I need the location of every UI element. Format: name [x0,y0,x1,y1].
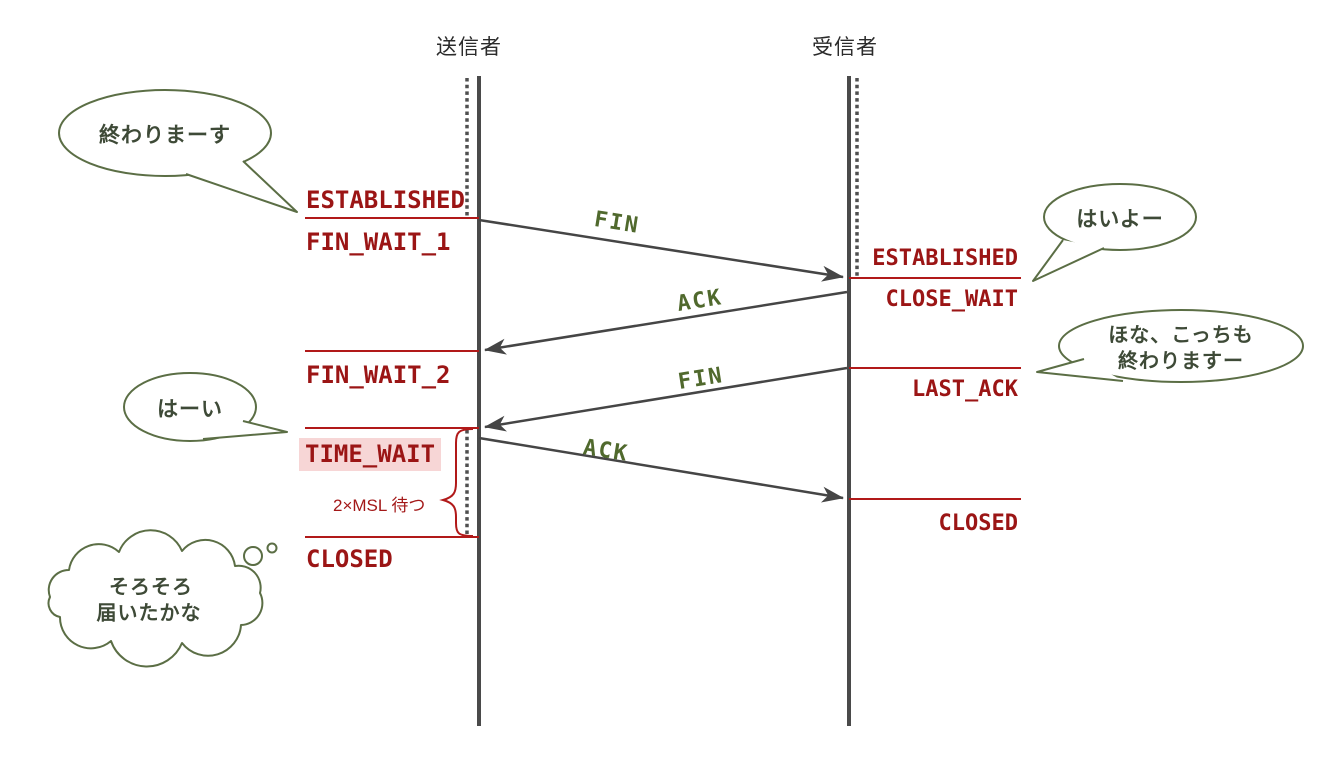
sender-title: 送信者 [436,36,502,59]
bubble-text-receiver-close-1: ほな、こっちも [1108,324,1254,347]
sender-state-fin-wait-2: FIN_WAIT_2 [306,361,451,389]
msl-wait-label: 2×MSL 待つ [333,496,426,515]
receiver-state-closed: CLOSED [938,511,1018,536]
arrow-fin-2 [484,366,848,432]
receiver-state-established: ESTABLISHED [872,246,1018,271]
arrow-fin-1 [478,218,844,282]
state-transition-lines [305,217,1021,538]
thought-bubble-mid [243,546,263,566]
thought-text-1: そろそろ [109,576,193,599]
sender-state-time-wait: TIME_WAIT [299,438,442,471]
bubble-text-sender-ok: はーい [157,398,223,421]
bubble-text-sender-start: 終わりまーす [99,124,231,147]
speech-bubbles [47,89,1304,668]
receiver-state-last-ack: LAST_ACK [912,377,1018,402]
sender-state-closed: CLOSED [306,545,393,573]
arrow-ack-1 [484,290,848,355]
thought-bubble-small [266,542,278,554]
bubble-text-receiver-ok: はいよー [1076,208,1164,231]
receiver-title: 受信者 [812,36,878,59]
receiver-state-close-wait: CLOSE_WAIT [885,287,1018,312]
sender-state-established: ESTABLISHED [306,186,465,214]
sender-lifeline [465,76,481,726]
thought-text-2: 届いたかな [96,602,202,625]
receiver-lifeline [847,76,859,726]
bubble-sender-start [58,89,298,213]
msl-wait-brace [439,428,474,537]
bubble-text-receiver-close-2: 終わりますー [1118,350,1244,373]
bubble-receiver-ok [1032,183,1197,282]
bubble-sender-ok [123,372,288,442]
bubble-receiver-close [1036,309,1304,383]
message-arrows [478,218,848,503]
thought-cloud [47,529,278,668]
arrow-ack-2 [478,436,844,503]
sender-state-fin-wait-1: FIN_WAIT_1 [306,228,451,256]
